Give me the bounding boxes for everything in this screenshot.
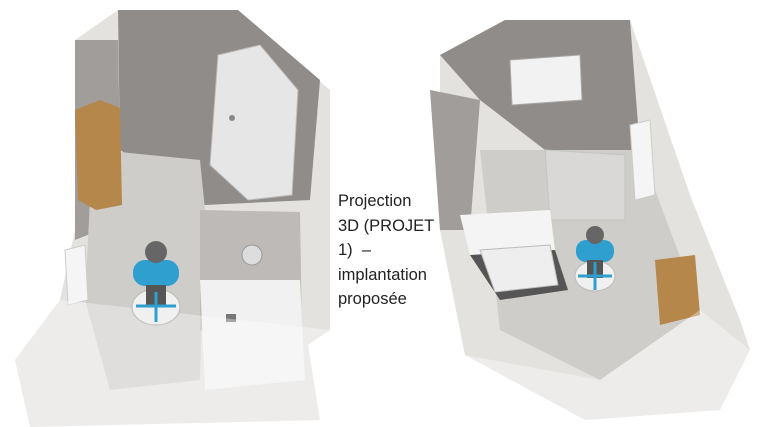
caption-line: proposée (338, 290, 407, 308)
move-arrows-icon (578, 262, 612, 290)
glass-panel (465, 310, 750, 420)
move-arrows-icon (136, 292, 176, 322)
person-marker[interactable] (131, 241, 181, 326)
caption-line: Projection (338, 192, 412, 210)
door-handle (229, 115, 235, 121)
glass-panel (15, 300, 330, 427)
shower-glass (544, 149, 626, 221)
render-right-bathroom (430, 20, 750, 420)
vanity-counter (460, 210, 555, 255)
caption-line: 3D (PROJET (338, 216, 435, 235)
sink (479, 244, 559, 293)
window[interactable] (509, 54, 583, 106)
caption-line: implantation (338, 265, 427, 284)
shower-tray (200, 280, 305, 390)
wooden-cabinet (655, 255, 700, 325)
caption-line: 1) – (338, 241, 372, 259)
figure-caption: Projection 3D (PROJET 1) – implantation … (338, 189, 448, 312)
person-marker[interactable] (574, 226, 616, 292)
left-wall (430, 90, 480, 230)
radiator (629, 119, 656, 201)
shower-drain (226, 314, 236, 322)
shower-head (241, 244, 263, 266)
wooden-cabinet (75, 100, 122, 210)
door[interactable] (209, 44, 299, 201)
radiator (64, 244, 89, 306)
render-left-bathroom (15, 10, 330, 427)
